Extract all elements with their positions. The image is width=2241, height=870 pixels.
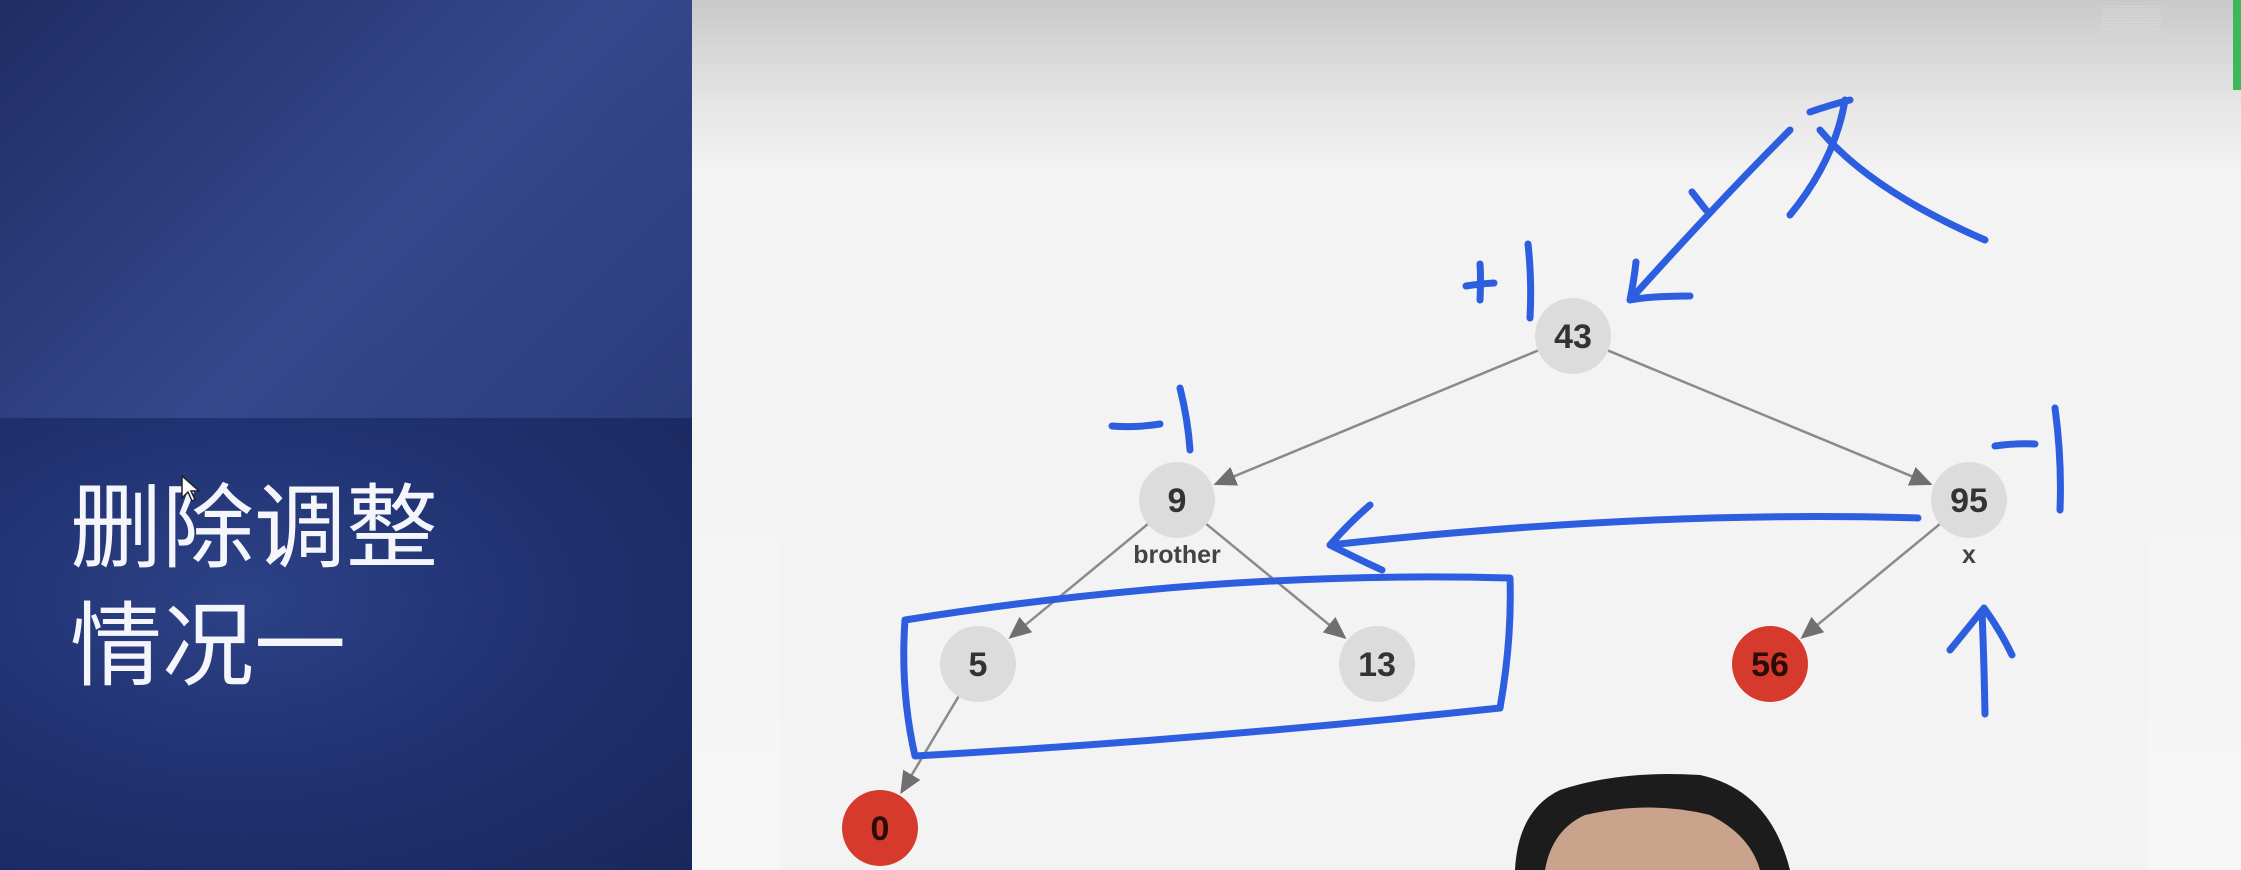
tree-node-5: 5 bbox=[940, 626, 1016, 702]
root-plus-one-mark bbox=[1462, 240, 1535, 322]
watermark-logo: ▒▒▒ bbox=[2101, 4, 2161, 35]
tree-node-0: 0 bbox=[842, 790, 918, 866]
window-edge-accent bbox=[2233, 0, 2241, 90]
tree-node-circle bbox=[1535, 298, 1611, 374]
tree-node-circle bbox=[1931, 462, 2007, 538]
diagram-card bbox=[780, 222, 2148, 870]
mouse-cursor-icon bbox=[181, 474, 201, 503]
panel-top-band bbox=[0, 0, 692, 418]
handwritten-annotations bbox=[900, 96, 2064, 760]
panel-bottom-band bbox=[0, 418, 692, 870]
tree-edge-43-95 bbox=[1607, 349, 1933, 486]
tree-node-label: 43 bbox=[1554, 318, 1592, 356]
slide-title-panel: 删除调整 情况一 bbox=[0, 0, 692, 870]
tree-nodes: 43 9 brother 95 x 5 13 56 0 bbox=[842, 298, 2007, 866]
tree-edge-5-0 bbox=[900, 695, 960, 795]
x-up-arrow bbox=[1946, 604, 2016, 718]
x-minus-one-mark bbox=[1991, 404, 2064, 514]
tree-node-tag-brother: brother bbox=[1133, 541, 1221, 569]
tree-node-43: 43 bbox=[1535, 298, 1611, 374]
slide-title: 删除调整 情况一 bbox=[70, 470, 670, 706]
tree-node-56: 56 bbox=[1732, 626, 1808, 702]
tree-node-tag-x: x bbox=[1962, 541, 1976, 569]
tree-edges bbox=[900, 349, 1941, 795]
tree-node-circle bbox=[940, 626, 1016, 702]
tree-node-circle bbox=[1732, 626, 1808, 702]
tree-node-label: 0 bbox=[871, 810, 890, 848]
tree-node-circle bbox=[1139, 462, 1215, 538]
nephews-box bbox=[900, 573, 1514, 760]
tree-node-circle bbox=[1339, 626, 1415, 702]
tree-node-label: 13 bbox=[1358, 646, 1396, 684]
tree-node-label: 5 bbox=[969, 646, 988, 684]
rotate-arrow bbox=[1326, 501, 1922, 574]
tree-node-circle bbox=[842, 790, 918, 866]
slide-title-line-2: 情况一 bbox=[70, 593, 347, 700]
tree-edge-95-56 bbox=[1800, 523, 1941, 639]
tree-node-label: 56 bbox=[1751, 646, 1789, 684]
slide-title-line-1: 删除调整 bbox=[70, 475, 439, 582]
brother-minus-one-mark bbox=[1108, 384, 1194, 454]
tree-node-95: 95 x bbox=[1931, 462, 2007, 569]
tree-edge-9-5 bbox=[1008, 523, 1149, 639]
tree-node-13: 13 bbox=[1339, 626, 1415, 702]
tree-edge-43-9 bbox=[1213, 349, 1539, 486]
tree-node-label: 95 bbox=[1950, 482, 1988, 520]
presenter-webcam bbox=[1515, 774, 1790, 870]
tree-node-9: 9 brother bbox=[1133, 462, 1221, 569]
tree-node-label: 9 bbox=[1168, 482, 1187, 520]
diagram-panel: ▒▒▒ bbox=[692, 0, 2241, 870]
parent-arrow bbox=[1626, 126, 1794, 304]
parent-arrow-tick bbox=[1688, 188, 1710, 214]
parent-character-mark bbox=[1786, 96, 1989, 244]
